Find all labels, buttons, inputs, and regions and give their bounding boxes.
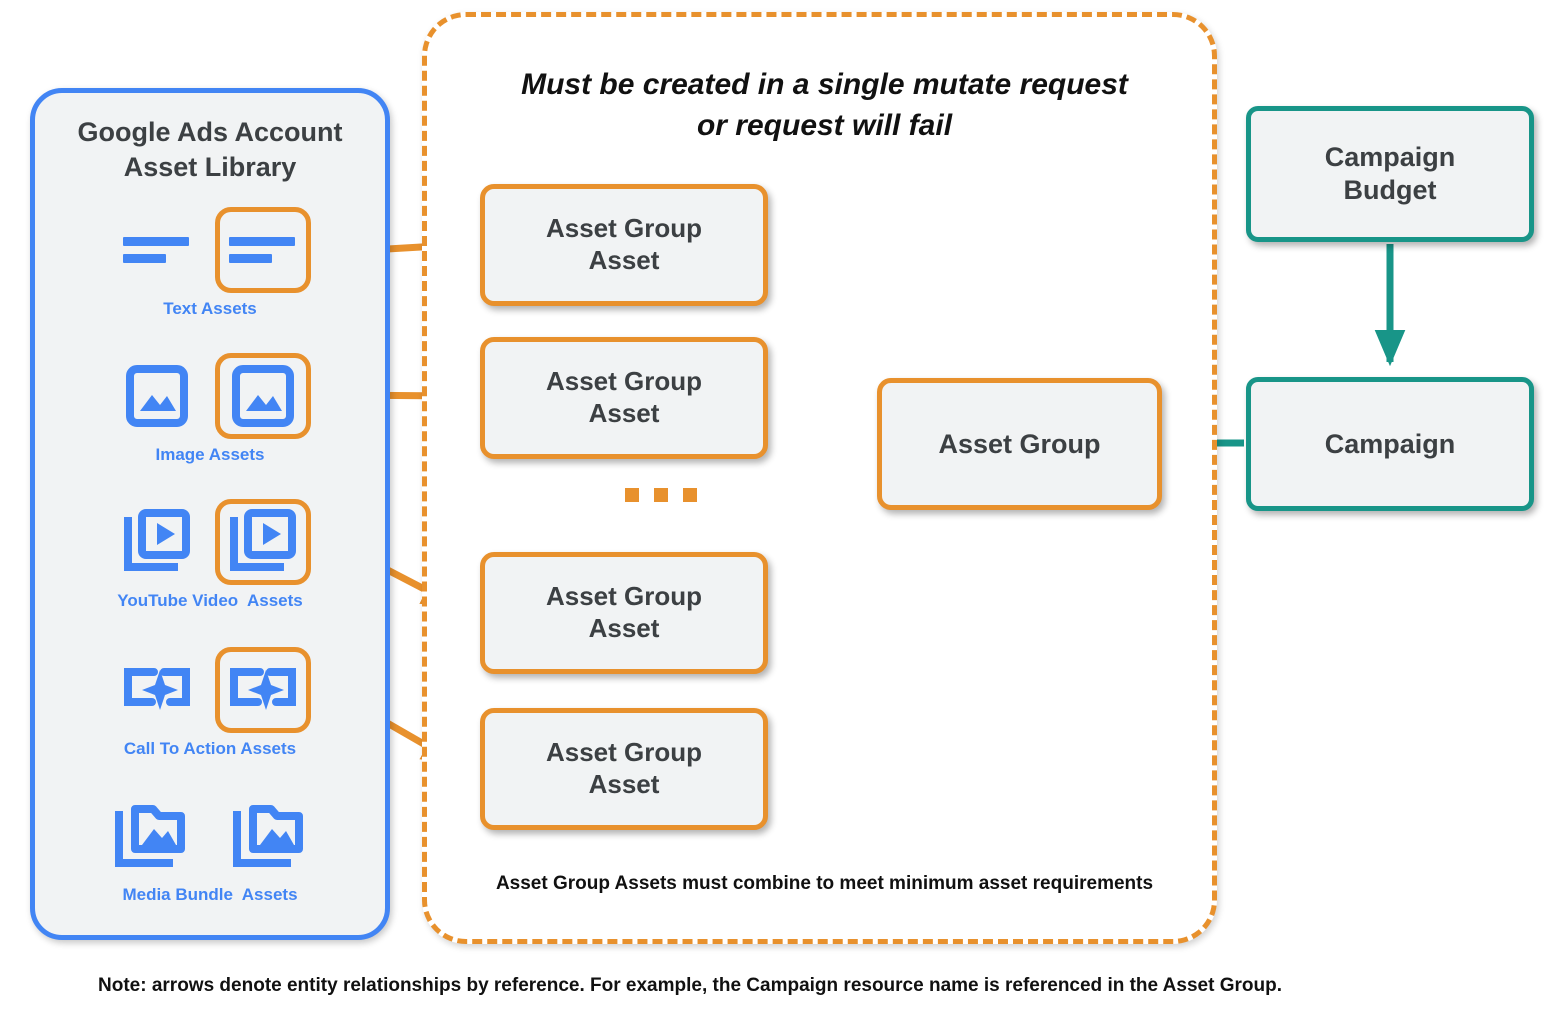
asset-row-text-label: Text Assets: [163, 299, 257, 318]
asset-group-asset-node-3[interactable]: Asset Group Asset: [480, 552, 768, 674]
asset-group-asset-node-1[interactable]: Asset Group Asset: [480, 184, 768, 306]
asset-row-text[interactable]: Text Assets: [35, 207, 385, 319]
asset-group-node[interactable]: Asset Group: [877, 378, 1162, 510]
campaign-node[interactable]: Campaign: [1246, 377, 1534, 511]
asset-row-cta-label: Call To Action Assets: [123, 739, 297, 758]
text-asset-icon-selected[interactable]: [215, 207, 311, 293]
video-asset-icon-selected[interactable]: [215, 499, 311, 585]
asset-library-panel: Google Ads Account Asset Library Text: [30, 88, 390, 940]
asset-row-media-bundle-label: Media Bundle Assets: [122, 885, 298, 904]
ellipsis-dot-2: [654, 488, 668, 502]
footer-note: Note: arrows denote entity relationships…: [98, 975, 1282, 996]
ellipsis-dot-1: [625, 488, 639, 502]
media-bundle-asset-icon-2: [221, 793, 317, 879]
asset-row-media-bundle[interactable]: Media Bundle Assets: [35, 793, 385, 905]
call-to-action-asset-icon-selected[interactable]: [215, 647, 311, 733]
asset-row-cta[interactable]: Call To Action Assets: [35, 647, 385, 759]
asset-library-title: Google Ads Account Asset Library: [77, 117, 343, 182]
asset-row-video[interactable]: YouTube Video Assets: [35, 499, 385, 611]
asset-row-image-label: Image Assets: [155, 445, 265, 464]
asset-group-asset-node-2[interactable]: Asset Group Asset: [480, 337, 768, 459]
video-asset-icon: [109, 499, 205, 585]
image-asset-icon: [109, 353, 205, 439]
ellipsis-indicator: [625, 488, 697, 502]
asset-group-asset-node-4[interactable]: Asset Group Asset: [480, 708, 768, 830]
campaign-budget-node[interactable]: Campaign Budget: [1246, 106, 1534, 242]
media-bundle-asset-icon: [103, 793, 199, 879]
call-to-action-asset-icon: [109, 647, 205, 733]
text-asset-icon: [109, 207, 205, 293]
asset-row-video-label: YouTube Video Assets: [117, 591, 303, 610]
image-asset-icon-selected[interactable]: [215, 353, 311, 439]
asset-row-image[interactable]: Image Assets: [35, 353, 385, 465]
mutate-request-title: Must be created in a single mutate reque…: [521, 68, 1128, 142]
mutate-request-footnote: Asset Group Assets must combine to meet …: [495, 873, 1154, 894]
ellipsis-dot-3: [683, 488, 697, 502]
